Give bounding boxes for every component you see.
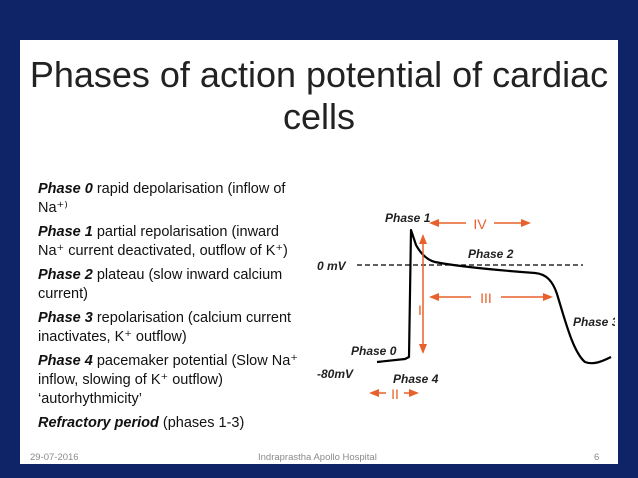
footer-page-number: 6 [594, 452, 600, 463]
roman-ii: II [391, 386, 399, 402]
phase-ii-arrow-head-left [369, 389, 379, 397]
phase-ii-arrow-head-right [409, 389, 419, 397]
footer-hospital: Indraprastha Apollo Hospital [258, 452, 377, 463]
label-phase-2: Phase 2 [468, 247, 514, 261]
phase-name: Phase 4 [38, 353, 93, 369]
title-line-1: Phases of action potential of cardiac [29, 54, 609, 95]
phase-list: Phase 0 rapid depolarisation (inflow of … [38, 180, 308, 433]
phase-desc: plateau (slow inward calcium current) [38, 267, 283, 302]
label-phase-1: Phase 1 [385, 211, 431, 225]
phase-item-2: Phase 2 plateau (slow inward calcium cur… [38, 266, 308, 304]
iii-label-bg [471, 289, 501, 305]
phase-desc: pacemaker potential (Slow Na⁺ inflow, sl… [38, 353, 298, 407]
phase-name: Phase 1 [38, 224, 93, 240]
label-zero-mv: 0 mV [317, 259, 347, 273]
iv-label-bg [466, 215, 494, 231]
phase-item-4: Phase 4 pacemaker potential (Slow Na⁺ in… [38, 352, 308, 409]
label-phase-3: Phase 3 [573, 315, 615, 329]
phase-0-arrow-head-top [419, 234, 427, 244]
ii-label-bg [386, 385, 404, 401]
phase-desc: rapid depolarisation (inflow of Na⁺⁾ [38, 181, 286, 216]
refractory-name: Refractory period [38, 415, 159, 431]
phase-item-1: Phase 1 partial repolarisation (inward N… [38, 223, 308, 261]
title-line-2: cells [282, 96, 356, 137]
label-minus-80mv: -80mV [317, 367, 354, 381]
phase-name: Phase 3 [38, 310, 93, 326]
roman-iv: IV [473, 216, 487, 232]
label-phase-0: Phase 0 [351, 344, 397, 358]
phase-name: Phase 2 [38, 267, 93, 283]
slide: Phases of action potential of cardiac ce… [20, 40, 618, 464]
label-phase-4: Phase 4 [393, 372, 439, 386]
refractory-period: Refractory period (phases 1-3) [38, 414, 308, 433]
phase-iv-arrow-head-right [521, 219, 531, 227]
phase-iii-arrow-head-right [543, 293, 553, 301]
phase-desc: repolarisation (calcium current inactiva… [38, 310, 292, 345]
phase-name: Phase 0 [38, 181, 93, 197]
phase-item-3: Phase 3 repolarisation (calcium current … [38, 309, 308, 347]
phase-iii-arrow-head-left [429, 293, 439, 301]
phase-desc: partial repolarisation (inward Na⁺ curre… [38, 224, 288, 259]
action-potential-diagram: I IV III II Phase 1 Phase 2 0 mV Phase 0 [285, 190, 618, 430]
refractory-desc: (phases 1-3) [158, 415, 245, 431]
action-potential-svg: I IV III II Phase 1 Phase 2 0 mV Phase 0 [317, 211, 618, 402]
footer-date: 29-07-2016 [30, 452, 79, 463]
roman-i: I [418, 302, 422, 318]
slide-title: Phases of action potential of cardiac ce… [20, 54, 618, 138]
phase-iv-arrow-head-left [429, 219, 439, 227]
phase-0-arrow-head-bottom [419, 344, 427, 354]
roman-iii: III [480, 290, 492, 306]
phase-item-0: Phase 0 rapid depolarisation (inflow of … [38, 180, 308, 218]
action-potential-trace [376, 228, 612, 365]
